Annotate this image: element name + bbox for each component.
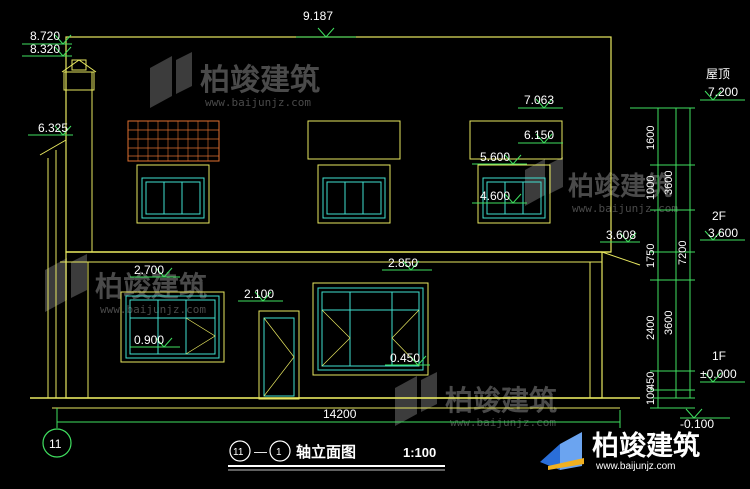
title-text: 轴立面图 bbox=[296, 443, 356, 461]
watermark-brand: 柏竣建筑 bbox=[200, 63, 320, 98]
watermark-url: www.baijunjz.com bbox=[100, 303, 206, 316]
logo-brand-name: 柏竣建筑 bbox=[592, 430, 700, 462]
dim-1750: 1750 bbox=[645, 244, 657, 268]
watermark-brand: 柏竣建筑 bbox=[568, 171, 672, 202]
level-1f-value: ±0.000 bbox=[700, 367, 737, 381]
window-2f-middle bbox=[307, 120, 401, 224]
chimney bbox=[39, 59, 97, 398]
elev-3608: 3.608 bbox=[606, 228, 636, 242]
window-2f-left bbox=[127, 120, 220, 224]
elev-0900: 0.900 bbox=[134, 333, 164, 347]
watermark-url: www.baijunjz.com bbox=[572, 202, 678, 215]
watermark-brand: 柏竣建筑 bbox=[445, 384, 557, 417]
level-2f-label: 2F bbox=[712, 209, 726, 223]
title-scale: 1:100 bbox=[403, 445, 436, 460]
logo-mark-icon bbox=[540, 444, 560, 470]
dim-7200: 7200 bbox=[677, 241, 689, 265]
elev-2700: 2.700 bbox=[134, 263, 164, 277]
vertical-dimension-chain bbox=[630, 107, 695, 409]
elev-9187: 9.187 bbox=[303, 9, 333, 23]
elev-6150: 6.150 bbox=[524, 128, 554, 142]
title-axis-start: 11 bbox=[233, 447, 244, 458]
dim-3600-upper: 3600 bbox=[663, 171, 675, 195]
dim-1000: 1000 bbox=[645, 176, 657, 200]
elev-2850: 2.850 bbox=[388, 256, 418, 270]
door bbox=[258, 310, 300, 400]
logo-brand-url: www.baijunjz.com bbox=[595, 461, 675, 472]
level-roof-label: 屋顶 bbox=[706, 67, 730, 81]
title-axis-sep: — bbox=[254, 444, 267, 459]
dim-450: 450 bbox=[645, 372, 657, 390]
axis-bubble-label: 11 bbox=[49, 437, 62, 451]
level-2f-value: 3.600 bbox=[708, 226, 738, 240]
elev-neg0100: -0.100 bbox=[680, 417, 714, 431]
dim-width-14200: 14200 bbox=[323, 407, 357, 421]
level-1f-label: 1F bbox=[712, 349, 726, 363]
elev-6325: 6.325 bbox=[38, 121, 68, 135]
elevation-markers bbox=[22, 27, 745, 419]
dim-100: 100 bbox=[645, 387, 657, 405]
elev-4600: 4.600 bbox=[480, 189, 510, 203]
brand-logo: 柏竣建筑 www.baijunjz.com bbox=[540, 430, 700, 472]
watermark-brand: 柏竣建筑 bbox=[95, 270, 207, 303]
elev-8720: 8.720 bbox=[30, 29, 60, 43]
window-2f-right bbox=[469, 120, 563, 224]
dim-3600-lower: 3600 bbox=[663, 311, 675, 335]
elev-8320: 8.320 bbox=[30, 42, 60, 56]
watermark-right: 柏竣建筑 www.baijunjz.com bbox=[525, 157, 678, 215]
elev-2100: 2.100 bbox=[244, 287, 274, 301]
dim-1600: 1600 bbox=[645, 126, 657, 150]
watermark-top: 柏竣建筑 www.baijunjz.com bbox=[150, 52, 320, 109]
elev-7063: 7.063 bbox=[524, 93, 554, 107]
level-roof-value: 7.200 bbox=[708, 85, 738, 99]
axis-bubble-11 bbox=[42, 428, 72, 458]
drawing-title: 11 — 1 轴立面图 1:100 bbox=[228, 440, 445, 471]
window-1f-left bbox=[120, 291, 225, 363]
elev-0450: 0.450 bbox=[390, 351, 420, 365]
watermark-bottom: 柏竣建筑 www.baijunjz.com bbox=[395, 372, 557, 429]
title-axis-end: 1 bbox=[276, 447, 282, 458]
dim-2400: 2400 bbox=[645, 316, 657, 340]
watermark-url: www.baijunjz.com bbox=[205, 96, 311, 109]
elev-5600: 5.600 bbox=[480, 150, 510, 164]
